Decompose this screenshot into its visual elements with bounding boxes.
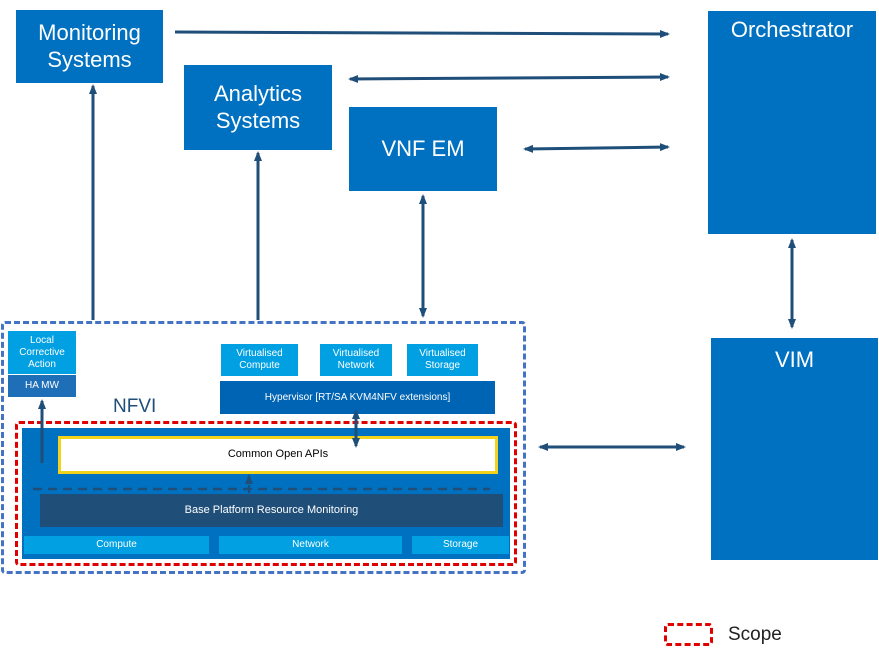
local-corrective-action-label: Local Corrective Action: [19, 334, 65, 370]
scope-boundary: [15, 421, 517, 566]
virtualised-storage-box: Virtualised Storage: [407, 344, 478, 376]
orchestrator-box: Orchestrator: [708, 11, 876, 234]
storage-box: Storage: [412, 536, 509, 554]
network-label: Network: [292, 539, 329, 550]
hypervisor-box: Hypervisor [RT/SA KVM4NFV extensions]: [220, 381, 495, 414]
nfvi-label: NFVI: [113, 396, 157, 417]
network-box: Network: [219, 536, 402, 554]
monitoring-systems-box: Monitoring Systems: [16, 10, 163, 83]
ha-mw-label: HA MW: [25, 380, 59, 391]
vnfem-orchestrator-arrow: [523, 143, 670, 153]
orchestrator-label: Orchestrator: [730, 17, 854, 42]
monitoring-systems-label: Monitoring Systems: [38, 20, 141, 72]
nfvi-boundary: [1, 321, 526, 574]
hypervisor-label: Hypervisor [RT/SA KVM4NFV extensions]: [264, 391, 451, 403]
base-platform-monitoring-box: Base Platform Resource Monitoring: [40, 494, 503, 527]
analytics-systems-label: Analytics Systems: [213, 81, 303, 133]
virtualised-storage-label: Virtualised Storage: [419, 348, 466, 371]
scope-legend-label: Scope: [728, 624, 782, 645]
vim-label: VIM: [774, 347, 815, 372]
virtualised-network-box: Virtualised Network: [320, 344, 392, 376]
common-open-apis-box: Common Open APIs: [58, 436, 498, 474]
virtualised-compute-box: Virtualised Compute: [221, 344, 298, 376]
scope-legend-swatch: [664, 623, 713, 646]
analytics-systems-box: Analytics Systems: [184, 65, 332, 150]
virtualised-network-label: Virtualised Network: [332, 348, 380, 371]
common-open-apis-label: Common Open APIs: [227, 448, 329, 461]
base-platform-monitoring-label: Base Platform Resource Monitoring: [184, 503, 359, 516]
virtualised-compute-label: Virtualised Compute: [236, 348, 283, 371]
storage-label: Storage: [442, 539, 479, 550]
ha-mw-box: HA MW: [8, 375, 76, 397]
local-corrective-action-box: Local Corrective Action: [8, 331, 76, 374]
compute-label: Compute: [96, 539, 137, 550]
vim-box: VIM: [711, 338, 878, 560]
analytics-orchestrator-arrow: [348, 73, 670, 83]
vnf-em-label: VNF EM: [381, 135, 465, 161]
compute-box: Compute: [24, 536, 209, 554]
monitoring-to-orchestrator-arrow: [174, 29, 670, 38]
vnf-em-box: VNF EM: [349, 107, 497, 191]
